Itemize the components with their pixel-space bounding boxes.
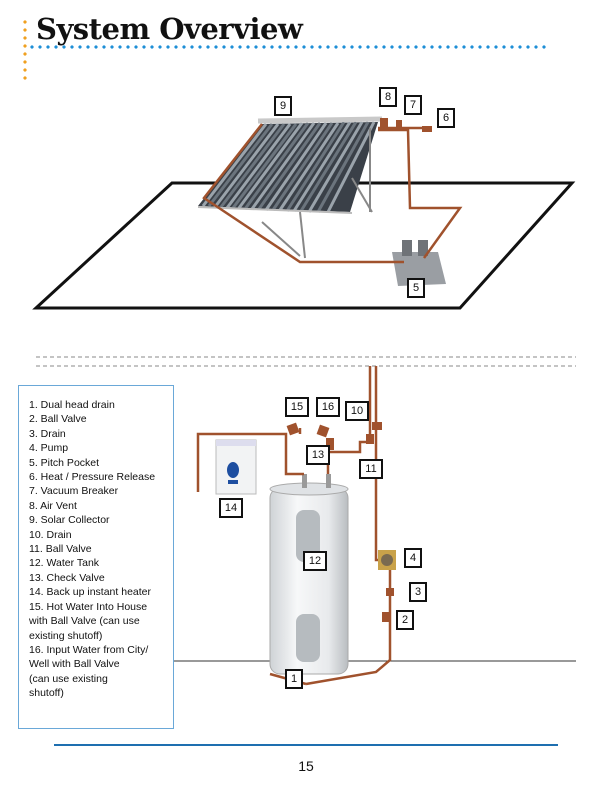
water-tank	[269, 474, 349, 675]
pitch-pocket	[392, 240, 446, 286]
decorative-dots-horizontal	[28, 45, 548, 49]
label-11: 11	[359, 459, 383, 479]
label-2: 2	[396, 610, 414, 630]
label-13: 13	[306, 445, 330, 465]
legend-item: Well with Ball Valve	[29, 658, 120, 671]
label-14: 14	[219, 498, 243, 518]
legend-item: 14. Back up instant heater	[29, 586, 151, 599]
pressure-release-fitting	[422, 126, 432, 132]
legend-item: 8. Air Vent	[29, 499, 77, 512]
legend-item: 12. Water Tank	[29, 557, 100, 570]
check-valve	[326, 438, 334, 450]
legend-item: 10. Drain	[29, 528, 72, 541]
label-8: 8	[379, 87, 397, 107]
ball-valve-lower	[382, 612, 390, 622]
legend-item: 6. Heat / Pressure Release	[29, 471, 156, 484]
label-16: 16	[316, 397, 340, 417]
legend-item: 13. Check Valve	[29, 571, 105, 584]
legend-item: 11. Ball Valve	[29, 543, 92, 556]
backup-heater	[215, 439, 257, 495]
pump	[378, 550, 396, 570]
legend-item: 15. Hot Water Into House	[29, 600, 148, 613]
legend-item: shutoff)	[29, 687, 64, 700]
label-10: 10	[345, 401, 369, 421]
legend-item: 7. Vacuum Breaker	[29, 485, 119, 498]
decorative-dots-vertical	[23, 18, 27, 80]
label-12: 12	[303, 551, 327, 571]
legend-box: 1. Dual head drain 2. Ball Valve 3. Drai…	[18, 385, 174, 729]
ball-valve-upper	[366, 434, 374, 444]
label-15: 15	[285, 397, 309, 417]
footer-line	[54, 744, 558, 746]
legend-item: 16. Input Water from City/	[29, 643, 149, 656]
label-1: 1	[285, 669, 303, 689]
label-7: 7	[404, 95, 422, 115]
hot-water-valve	[286, 422, 300, 436]
legend-item: 5. Pitch Pocket	[29, 456, 100, 469]
legend-item: 3. Drain	[29, 427, 66, 440]
label-4: 4	[404, 548, 422, 568]
legend-item: 4. Pump	[29, 442, 69, 455]
label-3: 3	[409, 582, 427, 602]
legend-item: 9. Solar Collector	[29, 514, 110, 527]
legend-item: 2. Ball Valve	[29, 413, 87, 426]
legend-item: (can use existing	[29, 672, 108, 685]
input-water-valve	[316, 424, 330, 438]
label-5: 5	[407, 278, 425, 298]
indoor-piping	[196, 366, 392, 686]
air-vent-fitting	[380, 118, 388, 130]
legend-item: with Ball Valve (can use	[29, 615, 140, 628]
page-number: 15	[298, 758, 314, 774]
roof-outline	[32, 181, 576, 310]
drain-lower	[386, 588, 394, 596]
legend-item: 1. Dual head drain	[29, 399, 115, 411]
label-9: 9	[274, 96, 292, 116]
legend-item: existing shutoff)	[29, 629, 103, 642]
label-6: 6	[437, 108, 455, 128]
vacuum-breaker-fitting	[396, 120, 402, 130]
page-title: System Overview	[36, 12, 303, 46]
drain-upper	[372, 422, 382, 430]
solar-collector	[197, 116, 383, 259]
